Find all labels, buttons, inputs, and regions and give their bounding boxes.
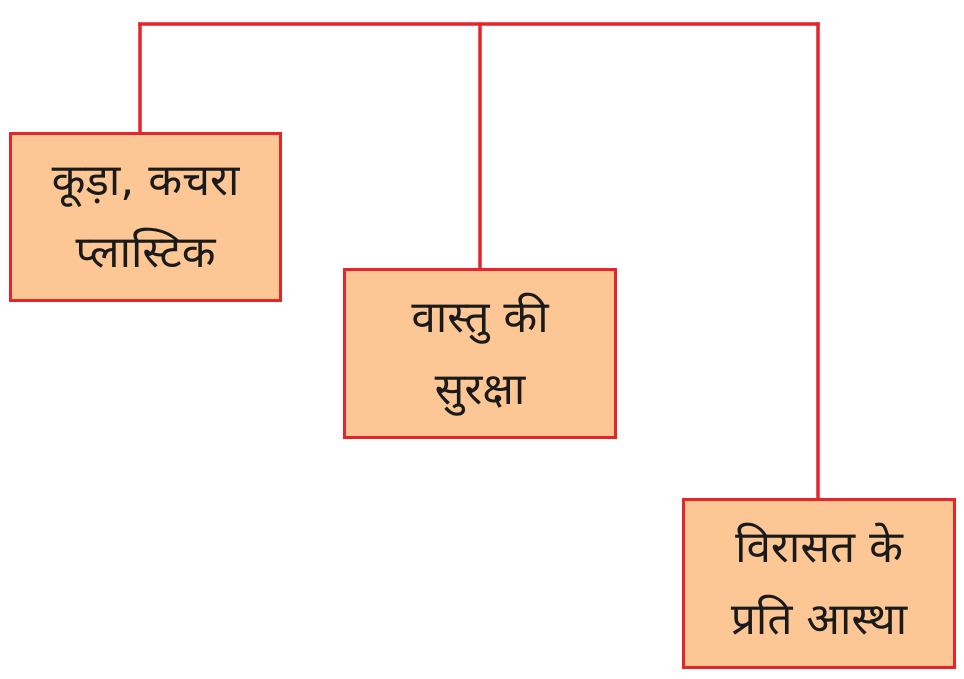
box-artifact-safety-line-2: सुरक्षा [434,363,526,415]
box-heritage-faith-line-1: विरासत के [735,521,903,573]
box-waste-plastic-text: कूड़ा, कचरा प्लास्टिक [52,145,240,289]
box-heritage-faith: विरासत के प्रति आस्था [682,498,956,669]
box-waste-plastic-line-2: प्लास्टिक [75,227,216,278]
box-artifact-safety-line-1: वास्तु की [411,291,549,343]
box-artifact-safety: वास्तु की सुरक्षा [343,268,617,439]
box-heritage-faith-line-2: प्रति आस्था [730,593,908,645]
box-waste-plastic: कूड़ा, कचरा प्लास्टिक [9,132,282,302]
box-waste-plastic-line-1: कूड़ा, कचरा [51,155,240,206]
box-heritage-faith-text: विरासत के प्रति आस्था [731,512,907,656]
box-artifact-safety-text: वास्तु की सुरक्षा [411,282,548,426]
